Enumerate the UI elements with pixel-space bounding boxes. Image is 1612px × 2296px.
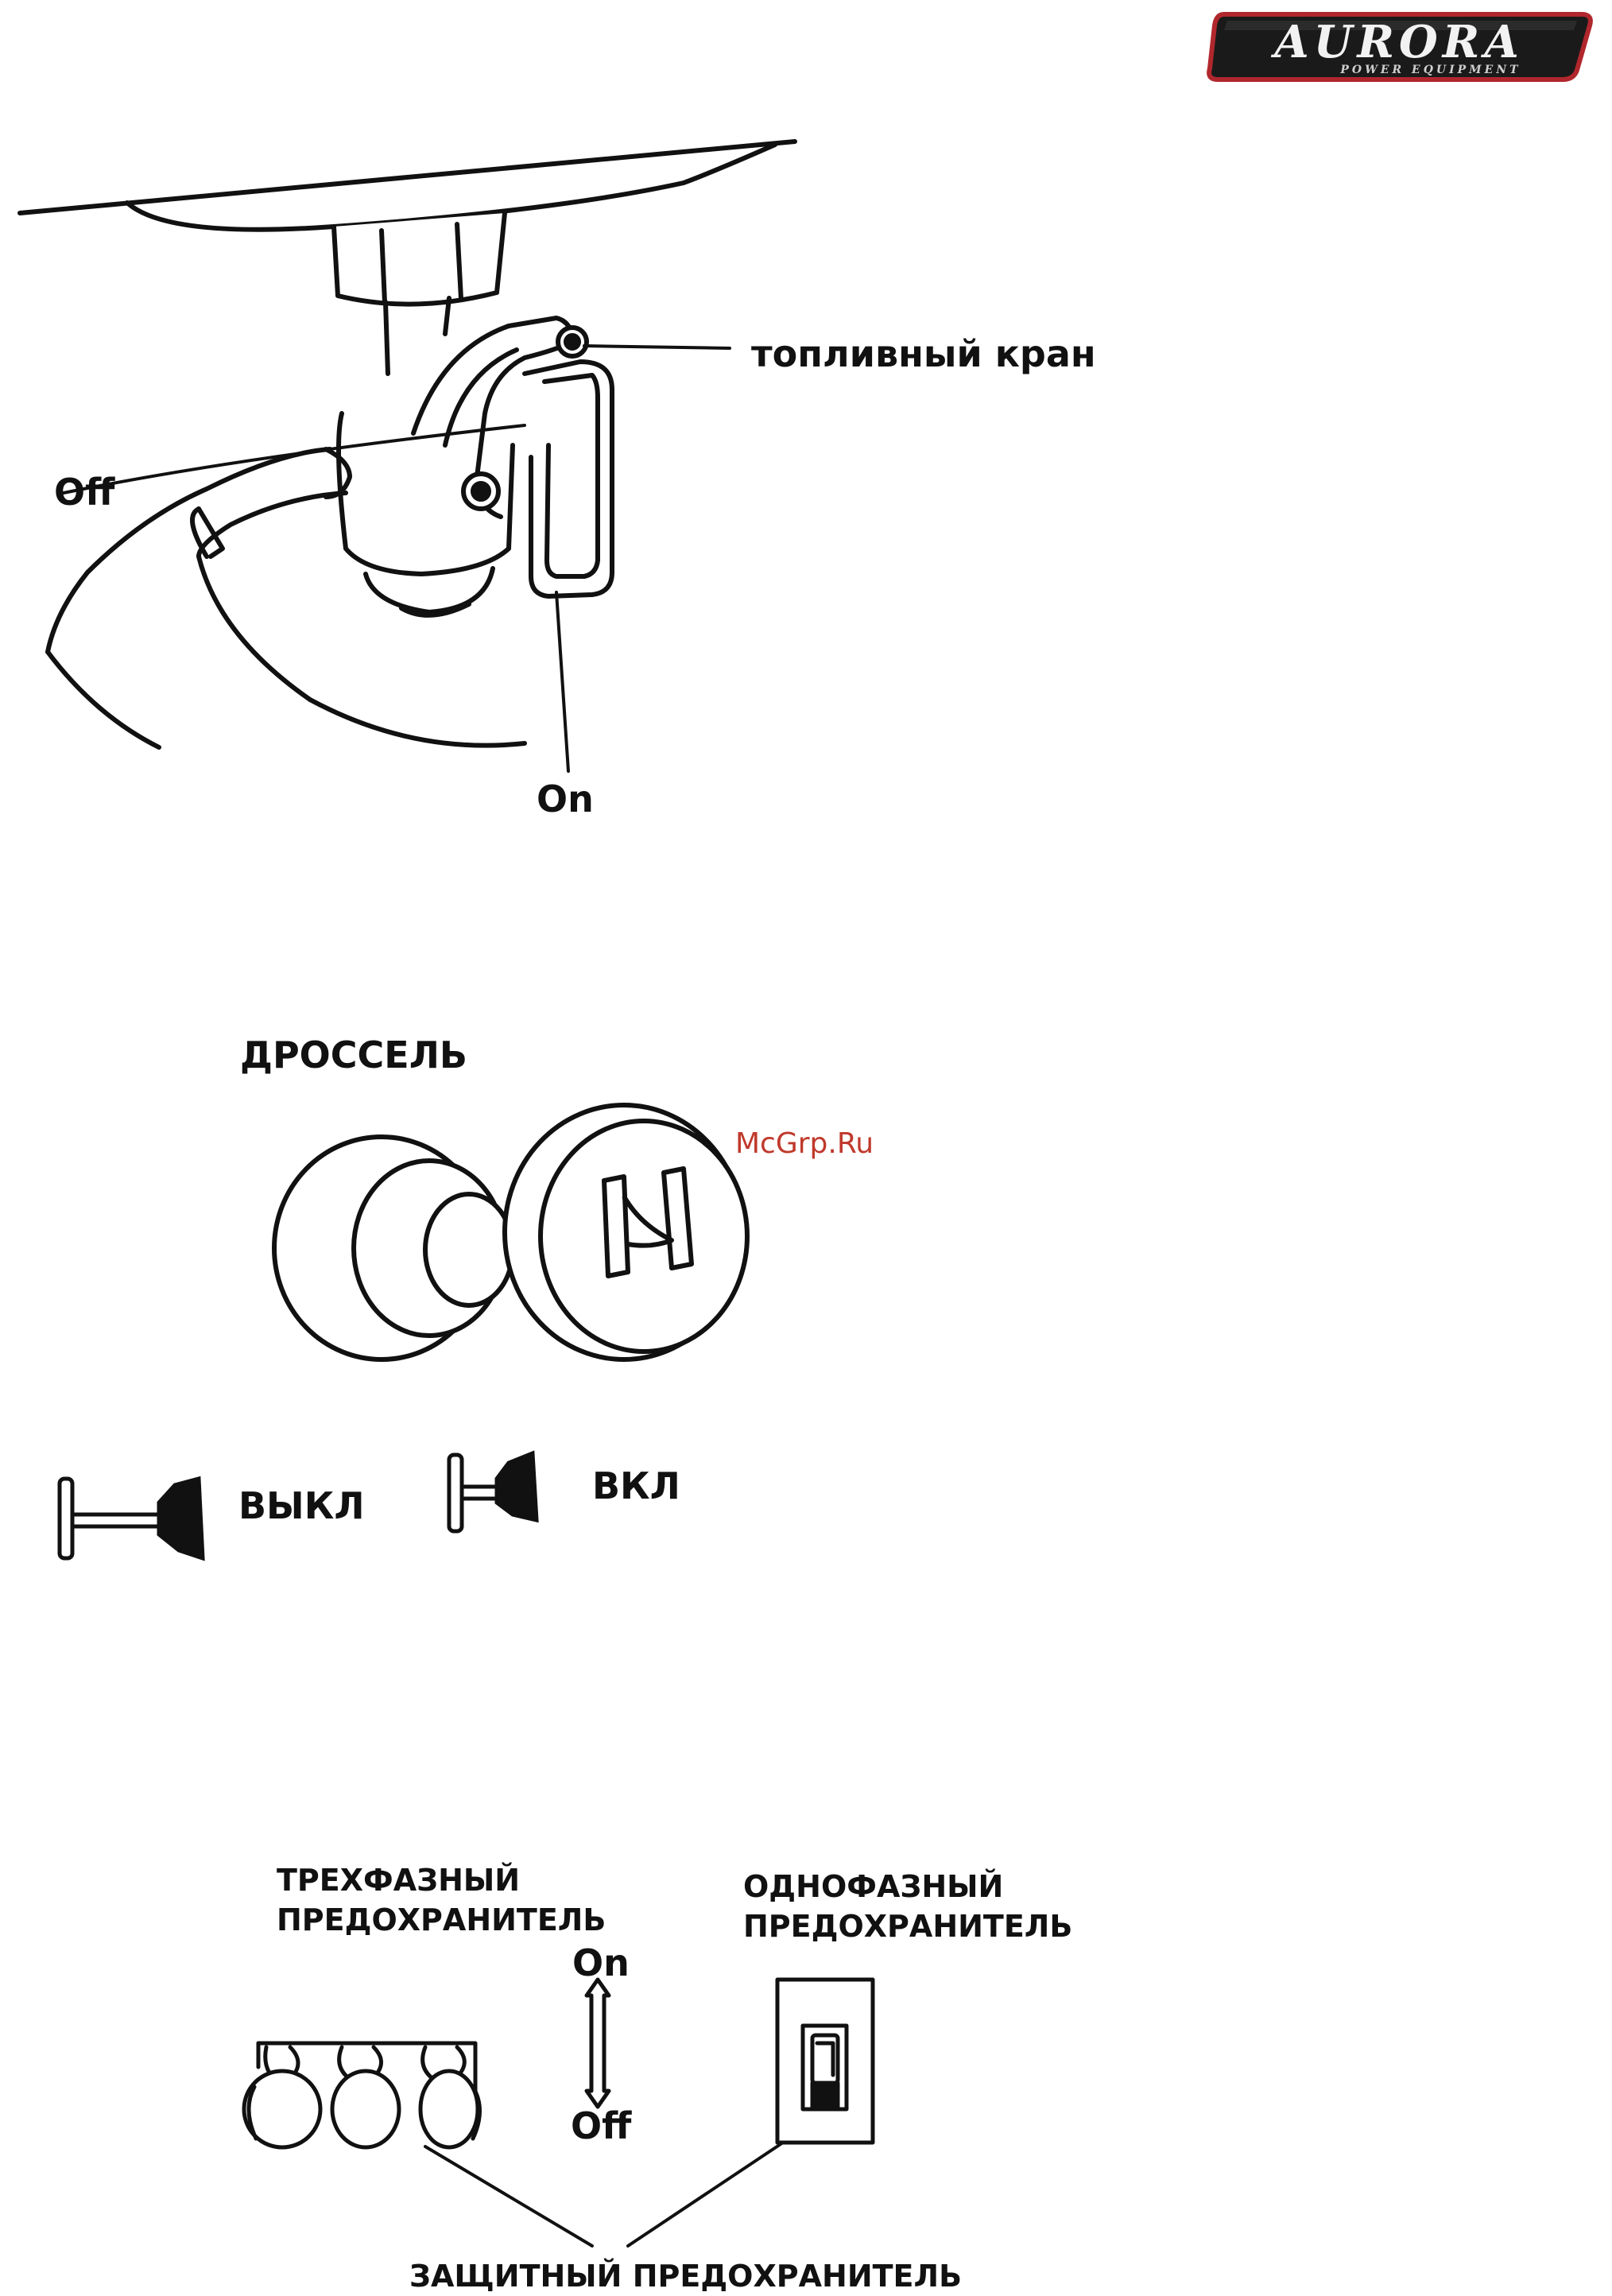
choke-knob-illustration	[0, 1034, 874, 1590]
choke-off-rod-icon	[60, 1479, 203, 1558]
choke-off-label: ВЫКЛ	[238, 1484, 365, 1527]
three-phase-breaker-icon	[244, 2043, 480, 2147]
single-phase-line1: ОДНОФАЗНЫЙ	[743, 1867, 1072, 1906]
fuel-valve-on-label: On	[537, 778, 594, 820]
fuel-valve-label: топливный кран	[751, 332, 1096, 375]
choke-on-label: ВКЛ	[592, 1464, 680, 1507]
three-phase-line1: ТРЕХФАЗНЫЙ	[277, 1860, 606, 1900]
brand-logo: AURORA POWER EQUIPMENT	[1200, 6, 1598, 86]
on-off-double-arrow-icon	[587, 1980, 609, 2107]
logo-tagline-text: POWER EQUIPMENT	[1312, 64, 1550, 76]
breakers-illustration	[0, 1908, 954, 2266]
fuel-valve-illustration	[0, 0, 874, 875]
fuel-valve-off-label: Off	[54, 471, 114, 514]
choke-on-rod-icon	[449, 1453, 537, 1531]
single-phase-breaker-icon	[777, 1980, 873, 2143]
logo-brand-text: AURORA	[1232, 16, 1566, 68]
